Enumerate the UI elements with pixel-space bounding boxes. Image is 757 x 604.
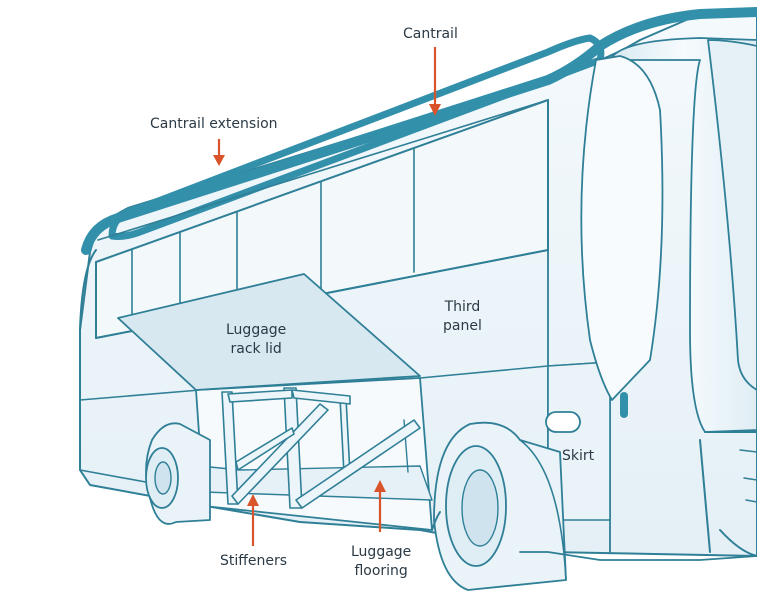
label-cantrail: Cantrail <box>403 26 458 42</box>
label-third-panel-line1: Third <box>444 299 481 315</box>
side-marker-slot <box>545 411 581 433</box>
label-luggage-flooring: Luggage flooring <box>351 543 411 581</box>
cantrail-extension <box>108 34 605 240</box>
label-luggage-rack-lid-line1: Luggage <box>226 322 287 338</box>
windscreen <box>580 55 664 401</box>
label-luggage-rack-lid: Luggage rack lid <box>226 321 286 359</box>
rear-wheel <box>145 422 211 525</box>
label-luggage-flooring-line1: Luggage <box>351 544 412 560</box>
label-cantrail-extension: Cantrail extension <box>150 116 278 132</box>
label-skirt: Skirt <box>562 448 595 464</box>
label-luggage-flooring-line2: flooring <box>354 563 408 579</box>
label-stiffeners: Stiffeners <box>220 553 288 569</box>
label-third-panel: Third panel <box>443 298 482 336</box>
pointer-arrows <box>213 47 441 546</box>
luggage-rack-lid <box>117 273 421 391</box>
label-luggage-rack-lid-line2: rack lid <box>230 341 282 357</box>
front-wheel <box>433 421 567 591</box>
front-indicator <box>620 392 628 418</box>
label-third-panel-line2: panel <box>443 318 482 334</box>
stiffeners <box>221 387 421 509</box>
cantrail <box>81 7 757 255</box>
